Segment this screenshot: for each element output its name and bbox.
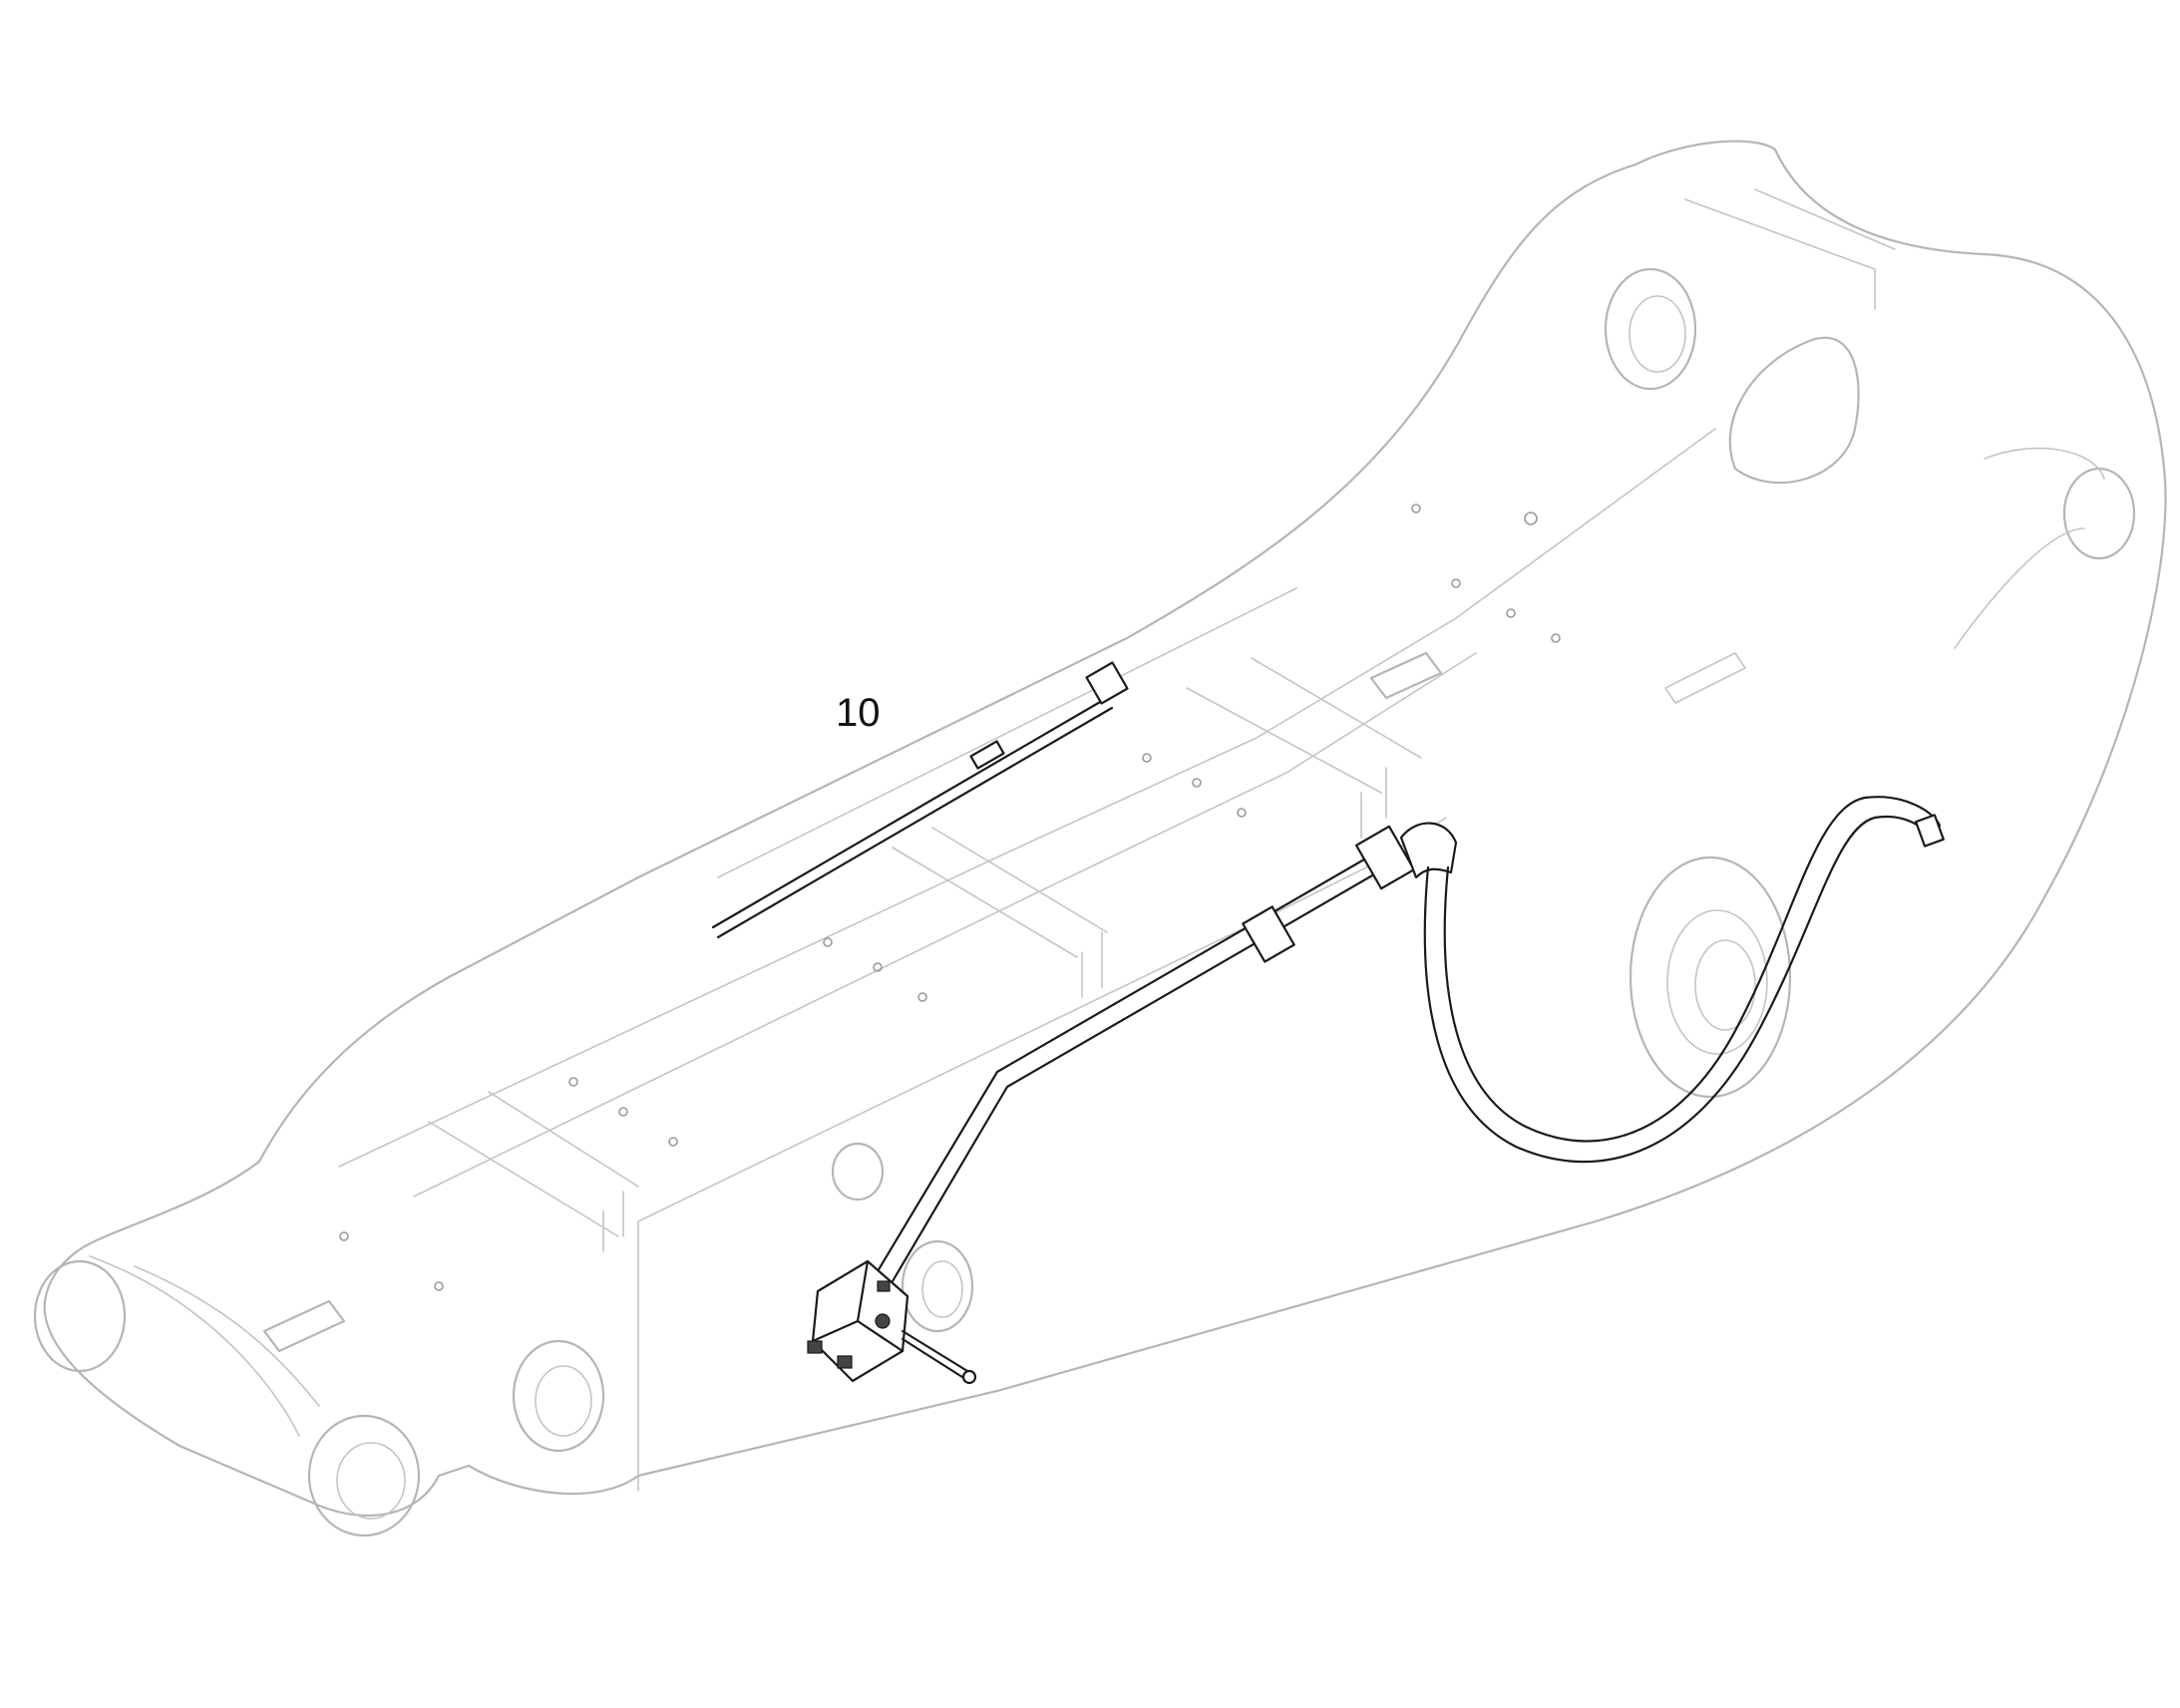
rod-assembly [711, 661, 1129, 939]
hydraulic-line [876, 796, 1945, 1283]
valve-block [807, 1259, 977, 1385]
callout-10: 10 [836, 691, 881, 735]
boom-frame [33, 140, 2167, 1537]
